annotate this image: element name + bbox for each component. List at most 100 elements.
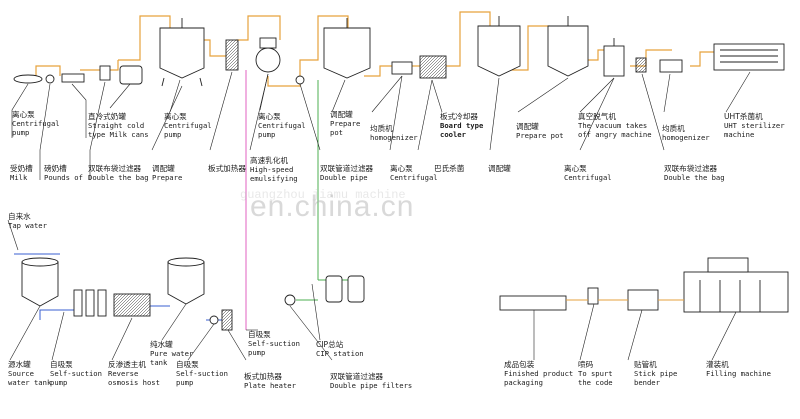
label-en: Centrifugal xyxy=(258,121,306,130)
label-en: bender xyxy=(634,378,660,387)
label-cn: 自吸泵 xyxy=(248,330,271,339)
label-en: pump xyxy=(176,378,194,387)
top-row-equipment xyxy=(13,16,785,87)
label-en: Centrifugal xyxy=(390,173,438,182)
label-cn: 均质机 xyxy=(662,124,685,133)
label-en: Source xyxy=(8,369,34,378)
label-en: pump xyxy=(258,130,276,139)
label-en: pump xyxy=(12,128,30,137)
label-cn: 板式冷却器 xyxy=(440,112,478,121)
label-en: tank xyxy=(150,358,168,367)
label-cn: 板式加热器 xyxy=(208,164,246,173)
label-cn: 源水罐 xyxy=(8,360,31,369)
label-en: machine xyxy=(724,130,755,139)
label-en: Board type xyxy=(440,121,484,130)
label-cn: 巴氏杀菌 xyxy=(434,164,465,173)
label-en: off angry machine xyxy=(578,130,652,139)
label-en: homogenizer xyxy=(370,133,418,142)
label-en: UHT sterilizer xyxy=(724,121,785,130)
label-en: Self-suction xyxy=(50,369,102,378)
label-en: osmosis host xyxy=(108,378,160,387)
label-en: Centrifugal xyxy=(164,121,212,130)
label-en: Prepare xyxy=(330,119,361,128)
bottom-row-equipment xyxy=(21,257,789,331)
label-cn: 成品包装 xyxy=(504,360,535,369)
label-cn: 调配罐 xyxy=(152,164,175,173)
label-en: type Milk cans xyxy=(88,130,149,139)
label-en: Centrifugal xyxy=(12,119,60,128)
label-en: Finished product xyxy=(504,369,574,378)
label-en: Double pipe filters xyxy=(330,381,413,390)
label-en: Double the bag xyxy=(664,173,725,182)
label-cn: 双联管道过滤器 xyxy=(320,164,374,173)
label-en: Double the bag xyxy=(88,173,149,182)
label-cn: 离心泵 xyxy=(12,110,35,119)
label-cn: 纯水罐 xyxy=(150,340,173,349)
label-cn: 双联布袋过滤器 xyxy=(88,164,142,173)
label-cn: 离心泵 xyxy=(164,112,187,121)
label-cn: 贴管机 xyxy=(634,360,657,369)
label-en: Milk xyxy=(10,173,28,182)
label-cn: 自吸泵 xyxy=(176,360,199,369)
label-en: Prepare pot xyxy=(516,131,564,140)
label-en: Plate heater xyxy=(244,381,296,390)
label-en: cooler xyxy=(440,130,466,139)
label-en: the code xyxy=(578,378,613,387)
label-en: pump xyxy=(248,348,266,357)
label-en: Centrifugal xyxy=(564,173,612,182)
label-en: Tap water xyxy=(8,221,47,230)
label-en: Filling machine xyxy=(706,369,771,378)
label-en: water tank xyxy=(8,378,52,387)
label-cn: 双联管道过滤器 xyxy=(330,372,384,381)
label-cn: 均质机 xyxy=(370,124,393,133)
label-cn: 高速乳化机 xyxy=(250,156,288,165)
bottom-label-leaders xyxy=(7,219,737,361)
label-cn: 磅奶槽 xyxy=(44,164,67,173)
label-en: Straight cold xyxy=(88,121,145,130)
label-en: pump xyxy=(164,130,182,139)
label-en: homogenizer xyxy=(662,133,710,142)
label-en: Prepare xyxy=(152,173,183,182)
label-cn: CIP总站 xyxy=(316,340,344,349)
label-cn: 喷码 xyxy=(578,360,594,369)
label-en: Double pipe xyxy=(320,173,368,182)
label-en: Stick pipe xyxy=(634,369,678,378)
label-en: CIP station xyxy=(316,349,364,358)
label-en: High-speed xyxy=(250,165,294,174)
label-cn: 调配罐 xyxy=(488,164,511,173)
label-en: Reverse xyxy=(108,369,139,378)
label-en: pump xyxy=(50,378,68,387)
label-en: pot xyxy=(330,128,343,137)
label-cn: 离心泵 xyxy=(390,164,413,173)
label-cn: 双联布袋过滤器 xyxy=(664,164,718,173)
label-en: The vacuum takes xyxy=(578,121,648,130)
label-cn: 调配罐 xyxy=(516,122,539,131)
label-en: Pure water xyxy=(150,349,194,358)
